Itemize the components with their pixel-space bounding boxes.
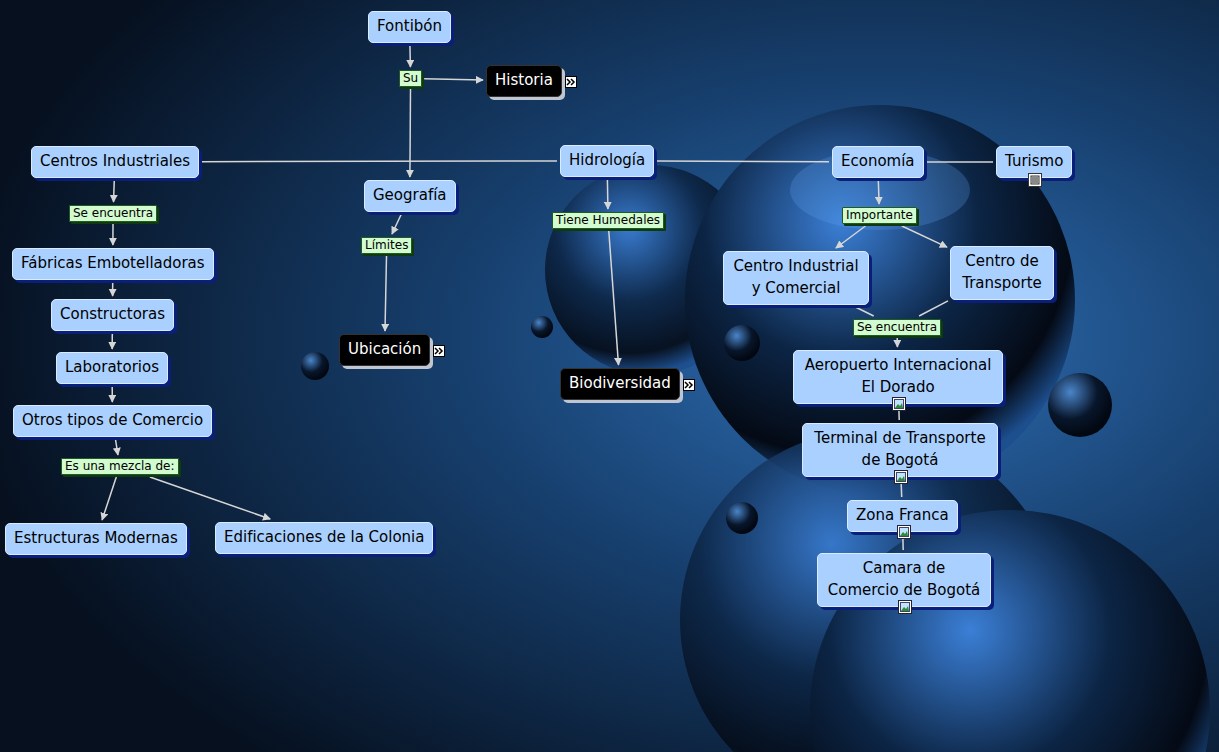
concept-box: Biodiversidad xyxy=(560,368,680,400)
connector xyxy=(656,160,829,162)
node-label: Se encuentra xyxy=(73,206,153,221)
image-icon xyxy=(898,600,912,614)
connector xyxy=(609,231,619,365)
node-label: Centro Industrial y Comercial xyxy=(732,256,860,300)
connector xyxy=(392,214,402,234)
connector xyxy=(111,333,113,349)
connector xyxy=(424,79,483,80)
concept-box: Zona Franca xyxy=(847,500,958,532)
connector xyxy=(878,180,880,204)
connector xyxy=(201,160,557,162)
concept-box: Centro Industrial y Comercial xyxy=(723,251,869,305)
node-label: Es una mezcla de: xyxy=(65,459,175,474)
concept-box: Ubicación xyxy=(339,334,430,366)
concept-box: Turismo xyxy=(996,146,1072,178)
connector xyxy=(150,477,270,519)
document-icon xyxy=(1028,173,1042,187)
concept-box: Centro de Transporte xyxy=(950,246,1054,300)
concept-box: Aeropuerto Internacional El Dorado xyxy=(793,350,1003,404)
linking-phrase: Se encuentra xyxy=(69,205,157,222)
node-label: Estructuras Modernas xyxy=(14,528,178,550)
node-label: Biodiversidad xyxy=(569,373,671,395)
submap-icon xyxy=(433,345,445,357)
concept-box: Laboratorios xyxy=(56,352,168,384)
concept-box: Edificaciones de la Colonia xyxy=(215,522,433,554)
concept-box: Centros Industriales xyxy=(31,146,199,178)
linking-phrase: Importante xyxy=(842,207,917,224)
connector xyxy=(112,282,114,296)
node-label: Importante xyxy=(846,208,913,223)
connector xyxy=(102,477,116,520)
connector xyxy=(607,179,609,209)
linking-phrase: Tiene Humedales xyxy=(552,212,664,229)
node-label: Otros tipos de Comercio xyxy=(22,410,203,432)
node-label: Límites xyxy=(365,238,408,253)
concept-box: Historia xyxy=(486,65,562,97)
connector xyxy=(902,226,947,247)
concept-box: Hidrología xyxy=(560,145,654,177)
submap-icon xyxy=(683,379,695,391)
linking-phrase: Límites xyxy=(361,237,412,254)
linking-phrase: Se encuentra xyxy=(853,319,941,336)
node-label: Hidrología xyxy=(569,150,645,172)
node-label: Constructoras xyxy=(60,304,165,326)
node-label: Laboratorios xyxy=(65,357,159,379)
node-label: Fábricas Embotelladoras xyxy=(21,253,205,275)
linking-phrase: Su xyxy=(399,70,422,87)
connector xyxy=(113,180,115,202)
image-icon xyxy=(897,525,911,539)
connector xyxy=(919,301,948,316)
node-label: Se encuentra xyxy=(857,320,937,335)
connector xyxy=(112,224,114,245)
node-label: Turismo xyxy=(1005,151,1063,173)
concept-box: Estructuras Modernas xyxy=(5,523,187,555)
node-label: Fontibón xyxy=(377,16,442,38)
concept-box: Fontibón xyxy=(368,11,451,43)
node-label: Camara de Comercio de Bogotá xyxy=(826,558,982,602)
node-label: Centro de Transporte xyxy=(959,251,1045,295)
connector xyxy=(926,161,993,163)
concept-box: Terminal de Transporte de Bogotá xyxy=(802,423,998,477)
node-label: Ubicación xyxy=(348,339,421,361)
connector xyxy=(115,439,118,455)
node-label: Historia xyxy=(495,70,553,92)
concept-box: Fábricas Embotelladoras xyxy=(12,248,214,280)
concept-box: Otros tipos de Comercio xyxy=(13,405,212,437)
submap-icon xyxy=(565,76,577,88)
image-icon xyxy=(892,397,906,411)
concept-box: Economía xyxy=(832,146,924,178)
concept-box: Constructoras xyxy=(51,299,174,331)
connector xyxy=(854,307,873,317)
node-label: Economía xyxy=(841,151,915,173)
node-label: Edificaciones de la Colonia xyxy=(224,527,424,549)
connector xyxy=(896,338,898,347)
image-icon xyxy=(894,470,908,484)
node-label: Zona Franca xyxy=(856,505,949,527)
connector xyxy=(111,386,113,402)
concept-box: Camara de Comercio de Bogotá xyxy=(817,553,991,607)
node-label: Su xyxy=(403,71,418,86)
node-label: Tiene Humedales xyxy=(556,213,660,228)
node-label: Aeropuerto Internacional El Dorado xyxy=(802,355,994,399)
connector xyxy=(385,256,387,331)
linking-phrase: Es una mezcla de: xyxy=(61,458,179,475)
node-label: Geografía xyxy=(373,185,447,207)
concept-box: Geografía xyxy=(364,180,456,212)
node-label: Centros Industriales xyxy=(40,151,190,173)
connector xyxy=(836,226,866,248)
connector xyxy=(409,45,411,67)
node-label: Terminal de Transporte de Bogotá xyxy=(811,428,989,472)
connector xyxy=(409,89,411,177)
